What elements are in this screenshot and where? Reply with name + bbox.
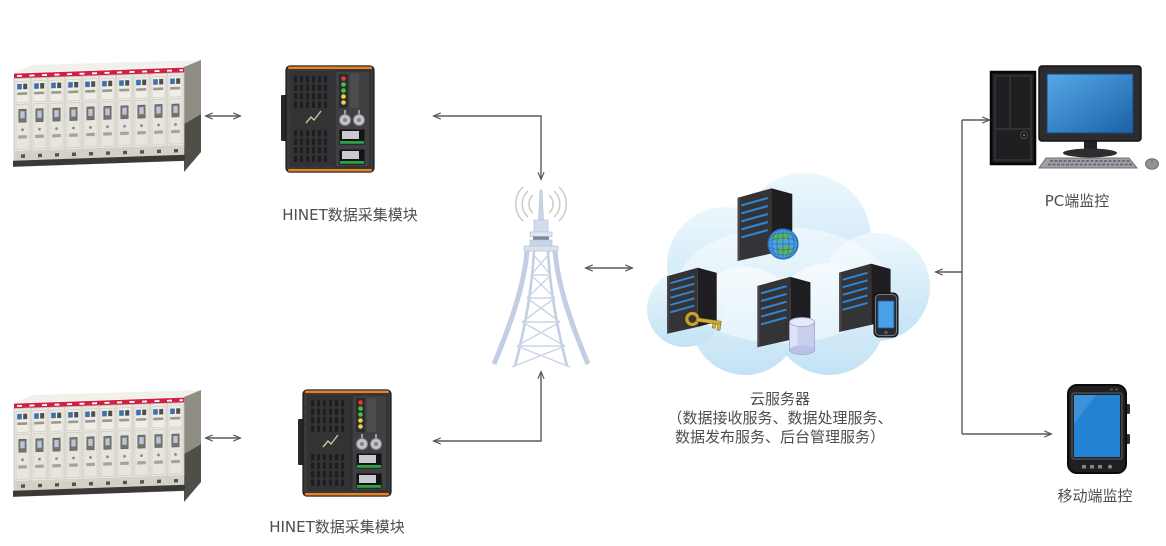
switchgear-cabinet-top (8, 52, 206, 180)
hinet-module-top (280, 63, 380, 175)
cloud-server-desc-line1: （数据接收服务、数据处理服务、 (667, 409, 893, 427)
hinet-module-bottom (297, 387, 397, 499)
hinet-gateway-device-icon (280, 63, 380, 175)
switchgear-cabinet-bottom (8, 382, 206, 510)
mobile-device (1066, 384, 1136, 476)
arrow-hinet-top-tower (434, 116, 541, 179)
arrow-hinet-bottom-tower (434, 372, 541, 441)
hinet-module-bottom-label: HINET数据采集模块 (269, 518, 405, 536)
switchgear-cabinet-icon (8, 52, 206, 180)
pc-monitor-label: PC端监控 (1044, 192, 1110, 210)
cloud-server-group (633, 167, 933, 382)
cloud-server-title: 云服务器 (749, 390, 810, 408)
desktop-pc-icon (980, 54, 1162, 178)
hinet-gateway-device-icon (297, 387, 397, 499)
cloud-server-desc-line2: 数据发布服务、后台管理服务） (674, 428, 885, 446)
switchgear-cabinet-icon (8, 382, 206, 510)
cloud-server-label: 云服务器 （数据接收服务、数据处理服务、 数据发布服务、后台管理服务） (612, 390, 948, 447)
cloud-with-servers-icon (633, 167, 933, 382)
hinet-module-top-label: HINET数据采集模块 (282, 206, 418, 224)
radio-tower (486, 178, 596, 370)
tablet-phone-icon (1066, 384, 1136, 476)
radio-tower-icon (486, 178, 596, 370)
mobile-monitor-label: 移动端监控 (1057, 487, 1133, 505)
pc-workstation (980, 54, 1162, 178)
